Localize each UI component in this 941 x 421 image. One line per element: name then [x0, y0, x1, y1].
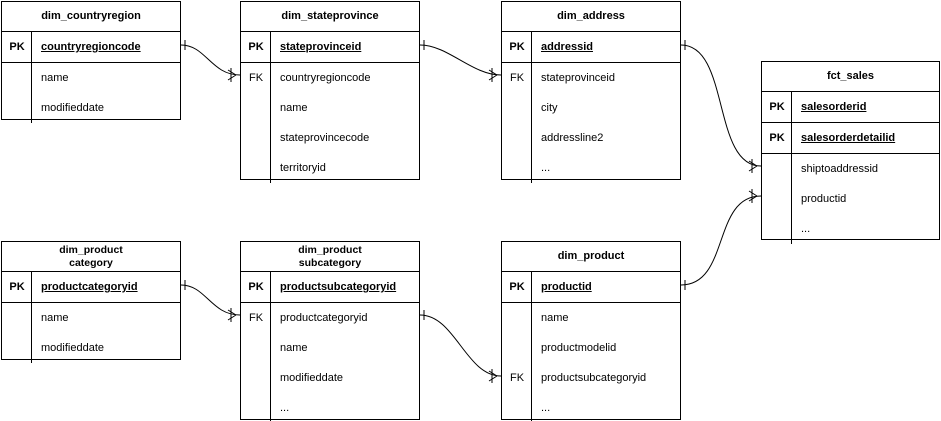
- attribute-name[interactable]: ...: [541, 162, 551, 174]
- connector-productsubcategory-to-product: [419, 310, 502, 383]
- key-label: [762, 214, 792, 244]
- entity-title: dim_product subcategory: [241, 242, 419, 272]
- key-label-pk: PK: [509, 41, 525, 53]
- key-label-pk: PK: [769, 101, 785, 113]
- entity-title: dim_stateprovince: [241, 2, 419, 32]
- key-label: [2, 93, 32, 123]
- key-label-pk: PK: [248, 281, 264, 293]
- key-label-pk: PK: [9, 41, 25, 53]
- key-label: [502, 123, 532, 153]
- key-label-pk: PK: [509, 281, 525, 293]
- attribute-name[interactable]: productid: [801, 193, 847, 205]
- attribute-name[interactable]: addressline2: [541, 132, 604, 144]
- entity-dim-product[interactable]: dim_product PK productid FK name product…: [501, 241, 681, 421]
- attribute-name[interactable]: stateprovincecode: [280, 132, 370, 144]
- attribute-name[interactable]: name: [280, 342, 308, 354]
- attribute-name[interactable]: productmodelid: [541, 342, 617, 354]
- attribute-name[interactable]: ...: [801, 223, 811, 235]
- attribute-name[interactable]: shiptoaddressid: [801, 163, 879, 175]
- entity-fct-sales[interactable]: fct_sales PK salesorderid PK salesorderd…: [761, 61, 940, 244]
- key-label-pk: PK: [248, 41, 264, 53]
- connector-address-to-fctsales: [680, 40, 762, 173]
- entity-title: dim_countryregion: [2, 2, 180, 32]
- attribute-name[interactable]: countryregioncode: [280, 72, 371, 84]
- key-label: [241, 153, 271, 183]
- key-label-pk: PK: [769, 132, 785, 144]
- key-label: [241, 123, 271, 153]
- attribute-name[interactable]: salesorderid: [801, 101, 867, 113]
- key-label: [502, 333, 532, 363]
- attribute-name[interactable]: productcategoryid: [41, 281, 138, 293]
- attribute-name[interactable]: city: [541, 102, 558, 114]
- key-label: [2, 303, 32, 333]
- entity-title: dim_product: [502, 242, 680, 272]
- entity-dim-address[interactable]: dim_address PK addressid FK stateprovinc…: [501, 1, 681, 183]
- key-label: [241, 333, 271, 363]
- key-label: [762, 184, 792, 214]
- attribute-name[interactable]: name: [541, 312, 569, 324]
- entity-dim-countryregion[interactable]: dim_countryregion PK countryregioncode n…: [1, 1, 181, 123]
- key-label-fk: FK: [248, 72, 264, 84]
- attribute-name[interactable]: productsubcategoryid: [280, 281, 397, 293]
- attribute-name[interactable]: name: [41, 312, 69, 324]
- connector-stateprovince-to-address: [419, 40, 502, 82]
- attribute-name[interactable]: productid: [541, 281, 592, 293]
- entity-dim-stateprovince[interactable]: dim_stateprovince PK stateprovinceid FK …: [240, 1, 420, 183]
- key-label: [762, 154, 792, 184]
- attribute-name[interactable]: addressid: [541, 41, 593, 53]
- key-label-fk: FK: [509, 72, 525, 84]
- key-label: [2, 63, 32, 93]
- attribute-name[interactable]: territoryid: [280, 162, 326, 174]
- connector-productcategory-to-productsubcategory: [180, 280, 241, 322]
- attribute-name[interactable]: stateprovinceid: [541, 72, 615, 84]
- attribute-name[interactable]: ...: [280, 402, 290, 414]
- key-label-fk: FK: [509, 372, 525, 384]
- entity-title: fct_sales: [762, 62, 939, 92]
- connector-product-to-fctsales: [680, 189, 762, 290]
- key-label: [502, 303, 532, 333]
- entity-dim-productsubcategory[interactable]: dim_product subcategory PK productsubcat…: [240, 241, 420, 421]
- key-label-pk: PK: [9, 281, 25, 293]
- entity-title: dim_address: [502, 2, 680, 32]
- key-label: [241, 393, 271, 421]
- entity-dim-productcategory[interactable]: dim_product category PK productcategoryi…: [1, 241, 181, 363]
- key-label: [241, 93, 271, 123]
- attribute-name[interactable]: modifieddate: [41, 102, 104, 114]
- attribute-name[interactable]: productsubcategoryid: [541, 372, 647, 384]
- key-label: [241, 363, 271, 393]
- key-label: [502, 93, 532, 123]
- key-label: [502, 393, 532, 421]
- key-label: [502, 153, 532, 183]
- attribute-name[interactable]: stateprovinceid: [280, 41, 362, 53]
- key-label: [2, 333, 32, 363]
- connector-countryregion-to-stateprovince: [180, 40, 241, 82]
- attribute-name[interactable]: name: [41, 72, 69, 84]
- entity-title: dim_product category: [2, 242, 180, 272]
- attribute-name[interactable]: modifieddate: [41, 342, 104, 354]
- attribute-name[interactable]: modifieddate: [280, 372, 343, 384]
- attribute-name[interactable]: ...: [541, 402, 551, 414]
- attribute-name[interactable]: productcategoryid: [280, 312, 368, 324]
- key-label-fk: FK: [248, 312, 264, 324]
- attribute-name[interactable]: name: [280, 102, 308, 114]
- attribute-name[interactable]: salesorderdetailid: [801, 132, 896, 144]
- attribute-name[interactable]: countryregioncode: [41, 41, 141, 53]
